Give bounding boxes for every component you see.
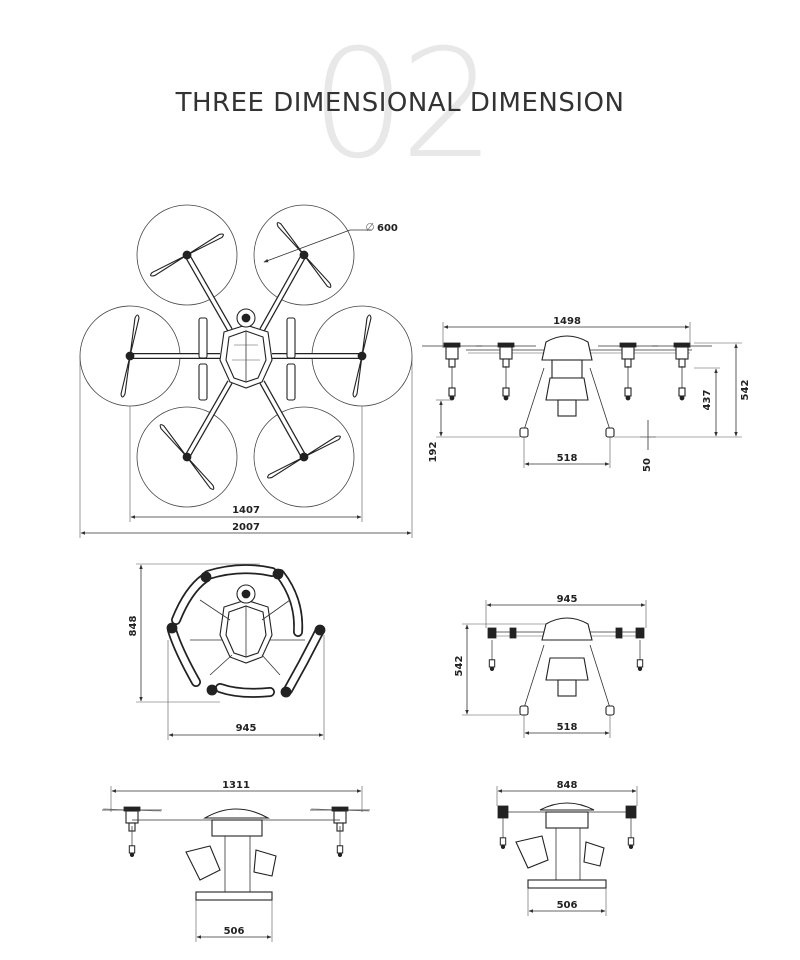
section-number: 02	[310, 18, 496, 192]
dim-front-width: 1498	[553, 316, 581, 327]
rotor-disc-6	[253, 406, 355, 508]
dim-folded-side-width: 848	[557, 780, 578, 791]
folded-side-view-drawing: 848 506	[496, 780, 638, 916]
dim-side-base: 506	[224, 926, 245, 937]
dim-folded-front-width: 945	[557, 594, 578, 605]
dim-inner-width: 1407	[232, 505, 260, 516]
dim-folded-front-height: 542	[454, 656, 465, 677]
dim-side-width: 1311	[222, 780, 250, 791]
folded-front-view-drawing: 945 542 518	[454, 594, 647, 738]
dim-front-leg-span: 518	[557, 453, 578, 464]
folded-top-view-drawing: 848 945	[128, 563, 326, 740]
front-view-drawing: 1498 542 437 192 518 50	[421, 316, 751, 472]
top-view-drawing: 600 1407 2007	[79, 204, 413, 538]
dim-front-foot: 50	[642, 458, 653, 472]
dim-front-height-total: 542	[740, 380, 751, 401]
dim-folded-height: 848	[128, 616, 139, 637]
dim-folded-side-base: 506	[557, 900, 578, 911]
dim-rotor-diameter: 600	[377, 223, 398, 234]
dim-front-ground: 192	[428, 442, 439, 463]
rotor-disc-1	[136, 204, 238, 306]
page-title: THREE DIMENSIONAL DIMENSION	[175, 88, 625, 118]
side-view-drawing: 1311 506	[101, 780, 371, 942]
dim-front-height-frame: 437	[702, 390, 713, 411]
rotor-disc-2	[253, 204, 355, 306]
rotor-disc-5	[136, 406, 238, 508]
dim-overall-width: 2007	[232, 522, 260, 533]
dim-folded-width: 945	[236, 723, 257, 734]
dim-folded-front-leg-span: 518	[557, 722, 578, 733]
